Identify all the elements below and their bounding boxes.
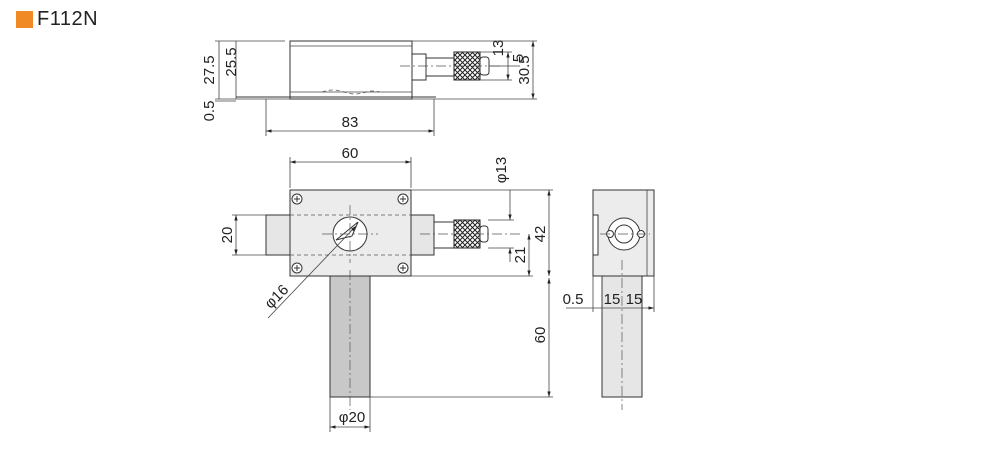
dim-front-width: 60 [342,145,359,162]
model-title: F112N [37,7,99,30]
dim-overall-height: 30.5 [516,55,533,84]
front-view: 60 20 φ16 [219,145,553,432]
dim-total-height: 27.5 [201,55,218,84]
dim-stem-length: 60 [532,327,549,344]
side-body [289,40,413,100]
screw-icon [291,193,409,274]
side-knob-collar [411,53,427,81]
orange-marker-icon [16,10,33,28]
side-knob-neck [425,57,455,77]
dim-length: 83 [342,114,359,131]
dim-end-half-2: 15 [626,291,643,308]
end-view: 0.5 15 15 [563,189,655,410]
dim-front-body-height: 42 [532,226,549,243]
dim-body-height: 25.5 [223,47,240,76]
title-bar: F112N [16,8,98,30]
dim-hole-diameter: φ16 [261,281,292,312]
dim-end-half-1: 15 [604,291,621,308]
side-view: 27.5 25.5 0.5 83 13 5 30.5 [201,40,537,136]
dim-base-thickness: 0.5 [201,101,218,122]
dim-knob-diameter: φ13 [493,157,510,183]
dim-tube-height: 20 [219,227,236,244]
dim-knob-center: 21 [512,247,529,264]
dim-knob-height: 13 [490,40,507,57]
dim-stem-diameter: φ20 [339,409,365,426]
side-hidden-detail [321,89,381,95]
dim-knob-offset: 5 [510,54,527,62]
dim-end-gap: 0.5 [563,291,584,308]
